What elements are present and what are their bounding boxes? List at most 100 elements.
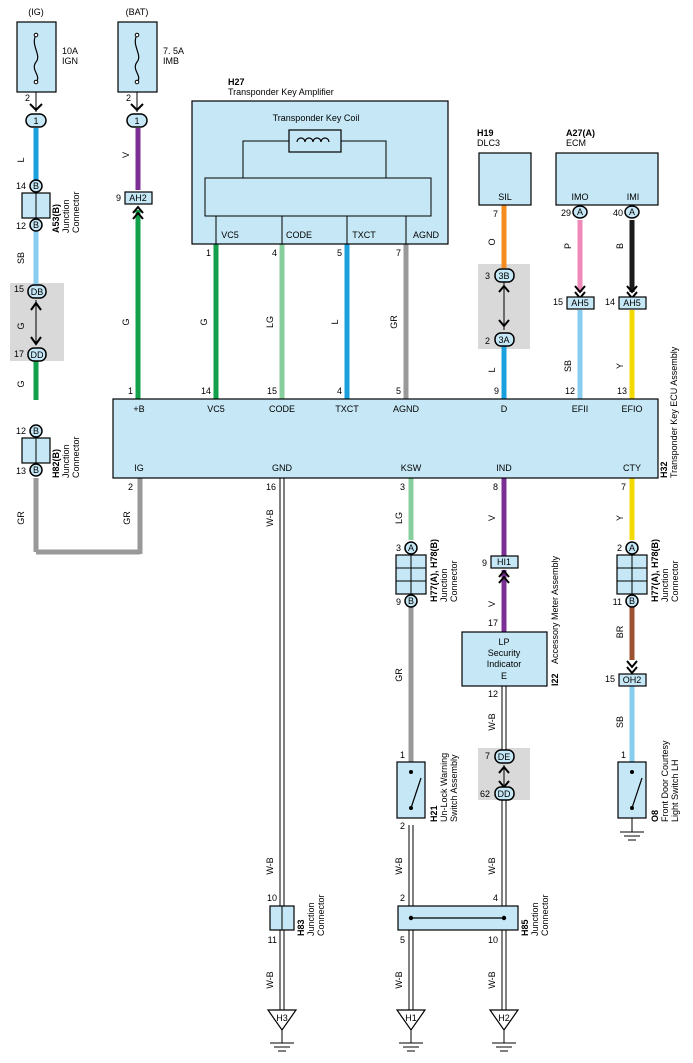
h85-name-1: Junction bbox=[530, 902, 540, 936]
a27-term-imi: IMI bbox=[627, 192, 640, 202]
h32-pin-4: 4 bbox=[337, 386, 342, 396]
a27-name: ECM bbox=[566, 138, 586, 148]
wl-cty3: SB bbox=[615, 716, 625, 728]
wl-ksw: LG bbox=[394, 512, 404, 524]
a27-pin-letter-a2: A bbox=[629, 207, 635, 217]
h77a-letter-b: B bbox=[408, 596, 414, 606]
h77b-pin-2: 2 bbox=[617, 543, 622, 553]
h85-pin-10: 10 bbox=[488, 935, 498, 945]
h21-pin-1: 1 bbox=[400, 750, 405, 760]
h27-amplifier: H27 Transponder Key Amplifier Transponde… bbox=[191, 77, 449, 258]
ig-dd-pin: 17 bbox=[14, 349, 24, 359]
h83-junction: 10 11 H83 Junction Connector bbox=[267, 893, 326, 945]
h82-pin-13: 13 bbox=[16, 466, 26, 476]
wl-gnd: W-B bbox=[265, 509, 275, 526]
wl-ind2: V bbox=[487, 601, 497, 607]
ground-h3-label: H3 bbox=[276, 1013, 288, 1023]
wl-efio2: Y bbox=[615, 363, 625, 369]
wl-sil: O bbox=[487, 238, 497, 245]
h27-pin-7: 7 bbox=[396, 248, 401, 258]
fuse-ig: (IG) 10A IGN bbox=[16, 7, 78, 93]
ah5b-pin: 14 bbox=[605, 297, 615, 307]
h27-coil-label: Transponder Key Coil bbox=[273, 113, 360, 123]
h82-letter-2: B bbox=[33, 465, 39, 475]
h85-pin-5: 5 bbox=[400, 935, 405, 945]
h32-term-ind: IND bbox=[496, 463, 512, 473]
h32-term-gnd: GND bbox=[272, 463, 293, 473]
i22-name: Accessory Meter Assembly bbox=[550, 555, 560, 664]
dd-pin-62: 62 bbox=[480, 789, 490, 799]
ah5-connectors: 15 AH5 14 AH5 bbox=[553, 285, 647, 310]
i22-pin-17: 17 bbox=[488, 618, 498, 628]
sil-3a-pin: 2 bbox=[485, 336, 490, 346]
a53-letter-1: B bbox=[33, 181, 39, 191]
sil-3b-letter: 3B bbox=[498, 271, 509, 281]
a53-id: A53(B) bbox=[51, 204, 61, 233]
h27-term-code: CODE bbox=[286, 230, 312, 240]
wl-gnd-mid: W-B bbox=[265, 857, 275, 874]
a53-name-1: Junction bbox=[61, 199, 71, 233]
wl-efii: P bbox=[563, 243, 573, 249]
h32-pin-5: 5 bbox=[396, 386, 401, 396]
h82-name-1: Junction bbox=[61, 444, 71, 478]
ah5a-pin: 15 bbox=[553, 297, 563, 307]
i22-pin-12: 12 bbox=[488, 689, 498, 699]
o8-name-1: Front Door Courtesy bbox=[660, 740, 670, 822]
a27-pin-40: 40 bbox=[613, 208, 623, 218]
bat-fuse-pin: 2 bbox=[126, 93, 131, 103]
h32-term-efio: EFIO bbox=[621, 404, 642, 414]
fuse-bat: (BAT) 7. 5A IMB bbox=[117, 7, 184, 93]
wl-ind-mid: W-B bbox=[487, 857, 497, 874]
wl-gnd-low: W-B bbox=[265, 971, 275, 988]
wl-bat-g: G bbox=[121, 318, 131, 325]
wl-efio: B bbox=[615, 243, 625, 249]
ah5b-label: AH5 bbox=[623, 298, 641, 308]
wires bbox=[33, 92, 635, 1010]
hi1-pin: 9 bbox=[482, 558, 487, 568]
ig-dd-letter: DD bbox=[31, 350, 44, 360]
ground-h2-label: H2 bbox=[498, 1013, 510, 1023]
h32-pin-16: 16 bbox=[266, 482, 276, 492]
h27-term-agnd: AGND bbox=[413, 230, 440, 240]
ground-h2: H2 bbox=[488, 1009, 520, 1052]
ah5a-label: AH5 bbox=[571, 298, 589, 308]
o8-id: O8 bbox=[650, 810, 660, 822]
h32-term-ig: IG bbox=[134, 463, 144, 473]
ground-h1-label: H1 bbox=[405, 1013, 417, 1023]
h83-name-1: Junction bbox=[306, 902, 316, 936]
oh2-pin: 15 bbox=[605, 674, 615, 684]
sil-3b-pin: 3 bbox=[485, 271, 490, 281]
h19-name: DLC3 bbox=[477, 138, 500, 148]
h27-id: H27 bbox=[228, 77, 245, 87]
h77b-name-1: Junction bbox=[660, 568, 670, 602]
a27-id: A27(A) bbox=[566, 128, 595, 138]
h32-term-d: D bbox=[501, 404, 508, 414]
h32-pin-8: 8 bbox=[493, 482, 498, 492]
wl-ig-g2: G bbox=[16, 380, 26, 387]
h77a-id: H77(A), H78(B) bbox=[429, 539, 439, 602]
i22-line-lp: LP bbox=[498, 637, 509, 647]
h32-term-vc5: VC5 bbox=[207, 404, 225, 414]
h32-term-efii: EFII bbox=[572, 404, 589, 414]
h27-term-vc5: VC5 bbox=[221, 230, 239, 240]
wl-ind4: W-B bbox=[487, 971, 497, 988]
h32-pin-2: 2 bbox=[128, 482, 133, 492]
a27-pin-29: 29 bbox=[561, 208, 571, 218]
de-pin-7: 7 bbox=[485, 751, 490, 761]
wl-agnd: GR bbox=[389, 315, 399, 329]
wl-ind3: W-B bbox=[487, 713, 497, 730]
h83-pin-10: 10 bbox=[267, 893, 277, 903]
a53-pin-12: 12 bbox=[16, 221, 26, 231]
wl-cty: Y bbox=[615, 515, 625, 521]
wl-ig-g1: G bbox=[16, 322, 26, 329]
h85-id: H85 bbox=[520, 919, 530, 936]
shading-regions bbox=[10, 264, 530, 800]
h85-name-2: Connector bbox=[540, 894, 550, 936]
wl-ksw2: GR bbox=[394, 668, 404, 682]
sil-3a-letter: 3A bbox=[498, 335, 509, 345]
wl-vc5: G bbox=[199, 318, 209, 325]
h77b-id: H77(A), H78(B) bbox=[650, 539, 660, 602]
cty-components: 2 A B 11 H77(A), H78(B) Junction Connect… bbox=[605, 539, 680, 687]
h32-pin-3: 3 bbox=[400, 482, 405, 492]
h77b-letter-b: B bbox=[629, 596, 635, 606]
